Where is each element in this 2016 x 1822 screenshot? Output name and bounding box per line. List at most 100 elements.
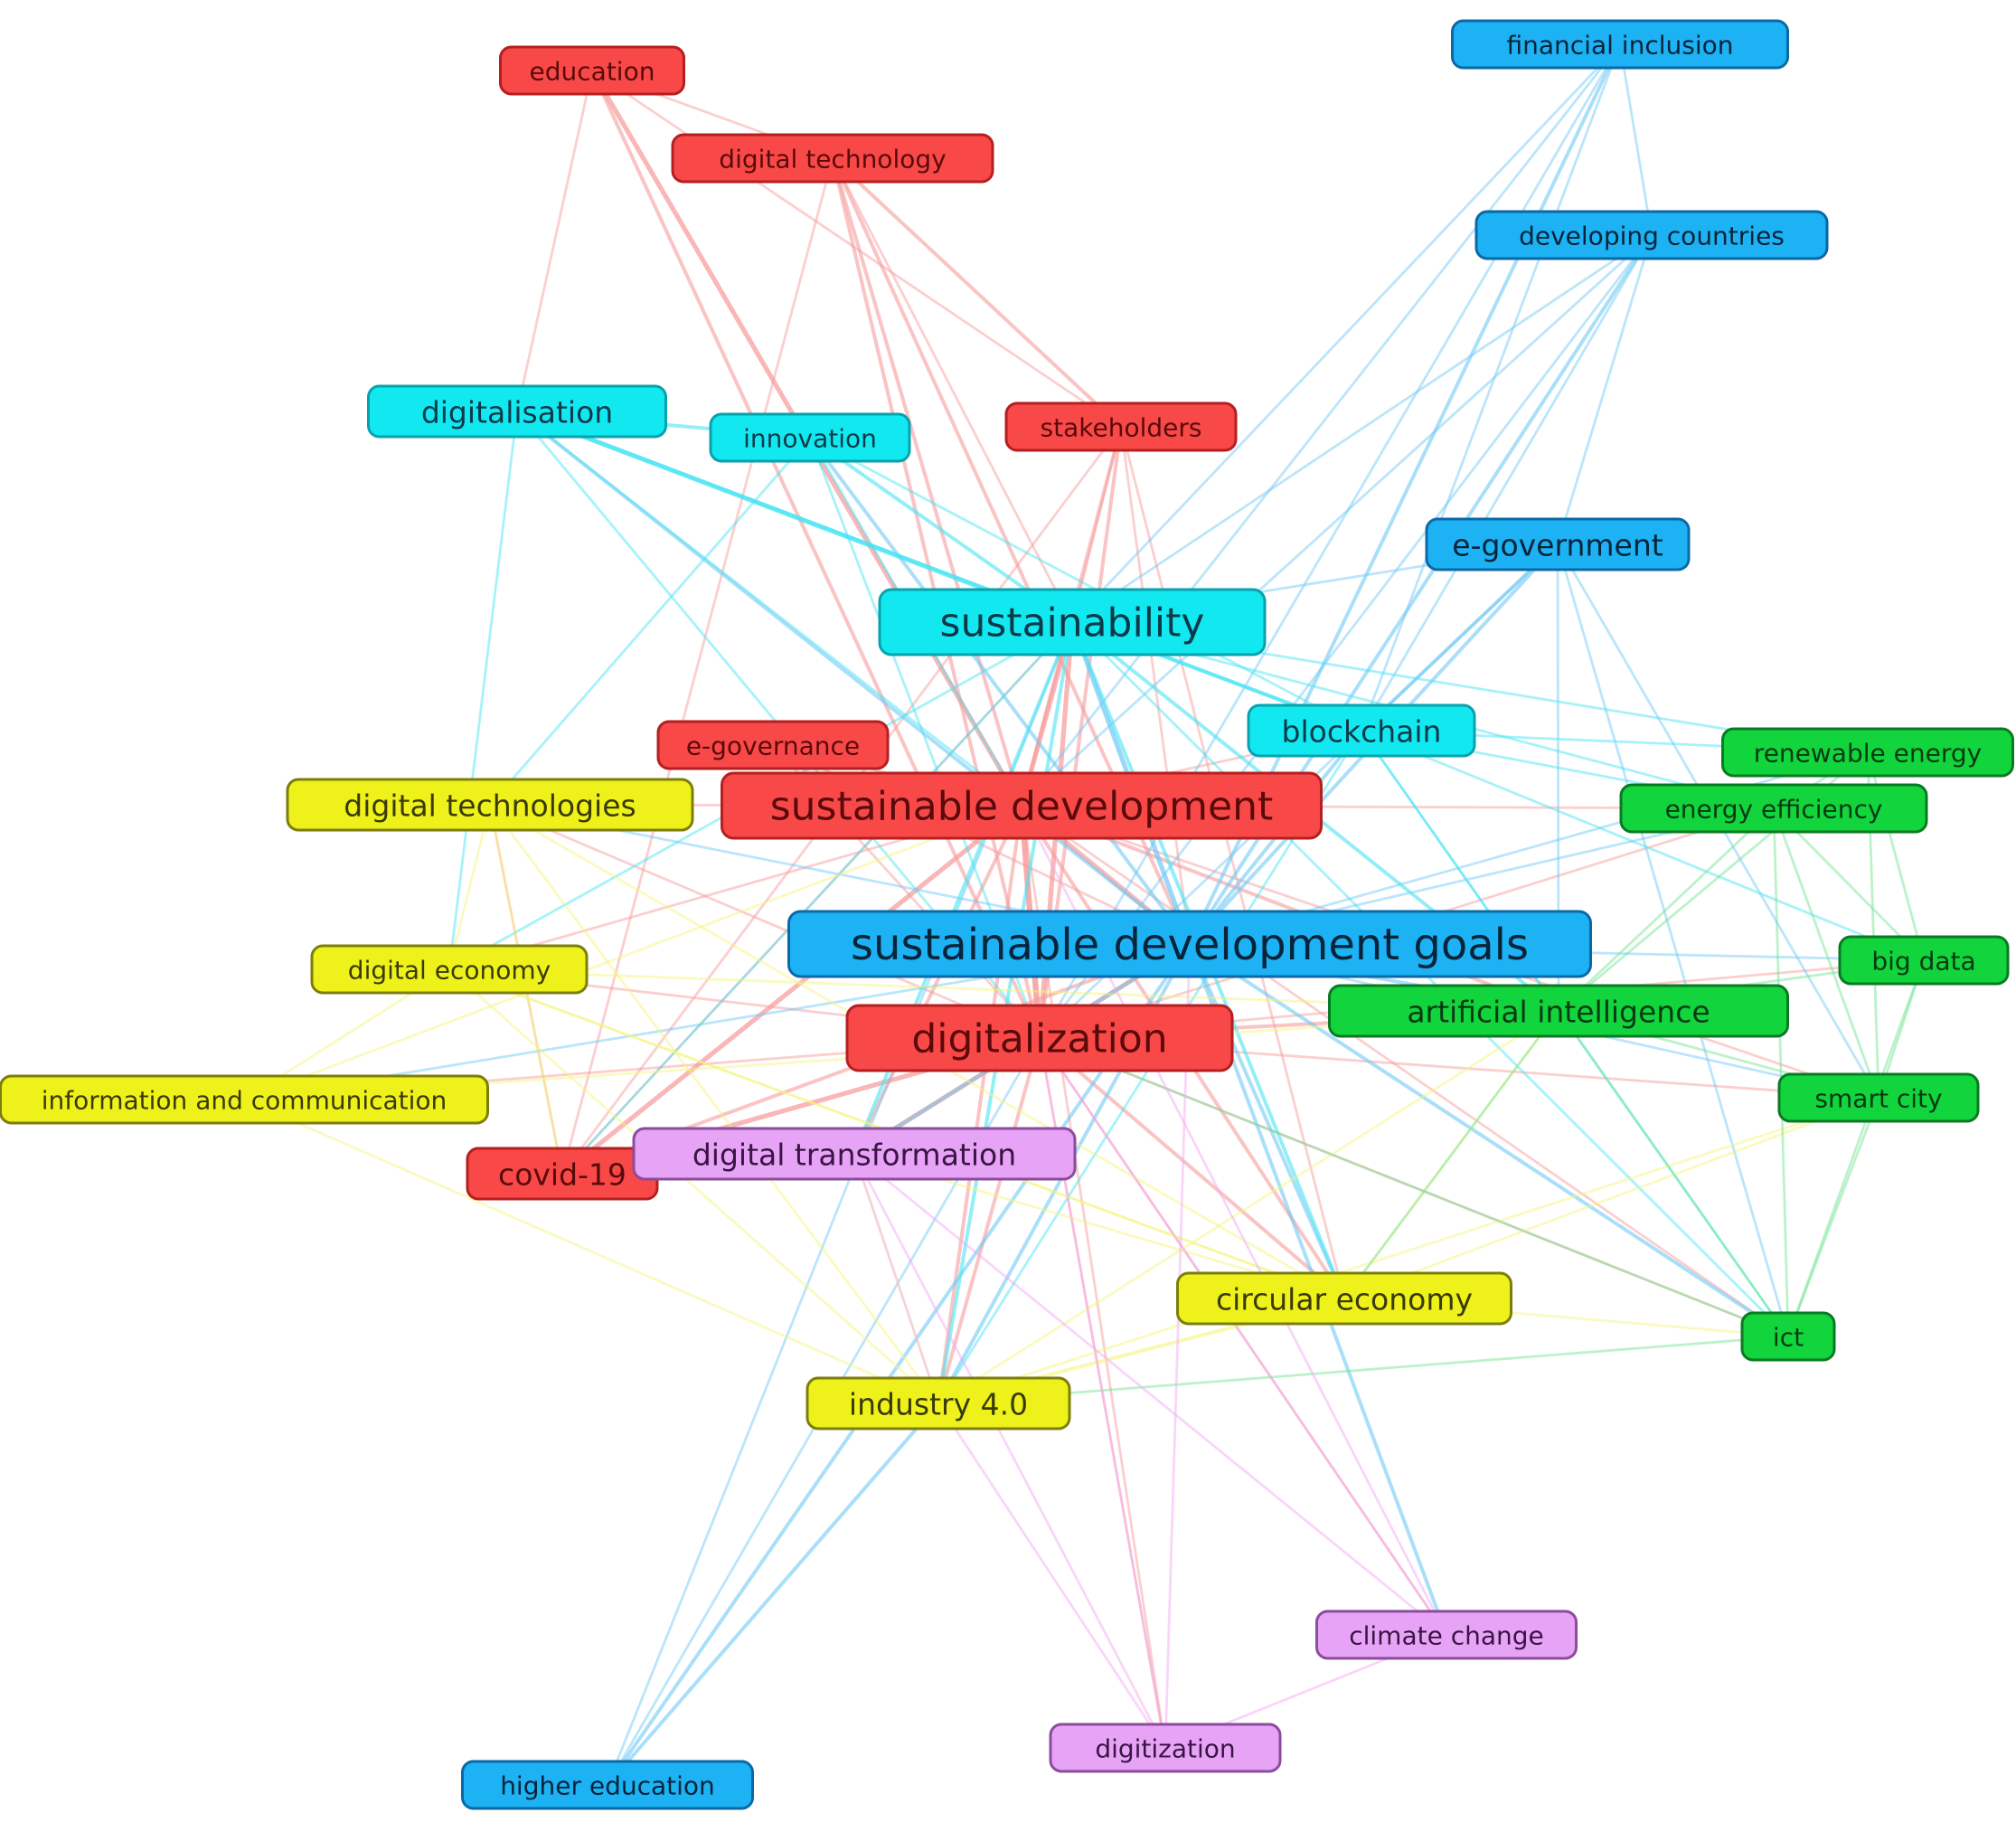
node-box	[1049, 1723, 1282, 1773]
node-label: circular economy	[1216, 1282, 1473, 1317]
node-ict[interactable]: ict	[1740, 1311, 1836, 1362]
link-sustainable-development-goals-innovation	[808, 436, 1192, 946]
link-covid-19-sustainability	[561, 620, 1074, 1175]
node-higher-education[interactable]: higher education	[461, 1760, 754, 1810]
node-digital-technology[interactable]: digital technology	[671, 133, 994, 184]
node-label: digital technologies	[344, 788, 636, 824]
node-box	[367, 384, 667, 439]
node-box	[632, 1127, 1077, 1181]
link-sustainable-development-industry-4-0	[937, 804, 1023, 1405]
node-digitization[interactable]: digitization	[1049, 1723, 1282, 1773]
link-industry-4-0-smart-city	[937, 1096, 1880, 1405]
link-higher-education-industry-4-0	[606, 1402, 940, 1787]
node-box	[0, 1074, 489, 1125]
node-circular-economy[interactable]: circular economy	[1176, 1271, 1512, 1326]
link-financial-inclusion-sustainable-development	[1020, 42, 1622, 807]
link-e-government-ict	[1556, 543, 1790, 1338]
node-box	[1004, 401, 1238, 452]
link-developing-countries-sustainability	[1070, 233, 1653, 624]
node-sustainable-development[interactable]: sustainable development	[721, 771, 1323, 840]
link-education-stakeholders	[590, 69, 1123, 429]
node-developing-countries[interactable]: developing countries	[1474, 210, 1829, 260]
node-renewable-energy[interactable]: renewable energy	[1721, 727, 2014, 778]
node-label: financial inclusion	[1507, 31, 1734, 61]
link-digitalization-climate-change	[1038, 1036, 1448, 1637]
link-big-data-ict	[1786, 958, 1926, 1338]
node-label: higher education	[500, 1771, 715, 1801]
link-sustainable-development-covid-19	[560, 803, 1024, 1176]
node-climate-change[interactable]: climate change	[1315, 1610, 1578, 1660]
node-label: digital economy	[348, 956, 551, 986]
node-box	[671, 133, 994, 184]
link-ict-digitalization	[1038, 1036, 1790, 1338]
node-e-governance[interactable]: e-governance	[656, 720, 890, 770]
link-sustainable-development-ict	[1020, 804, 1790, 1338]
node-box	[656, 720, 890, 770]
node-financial-inclusion[interactable]: financial inclusion	[1451, 19, 1789, 70]
node-label: sustainable development	[770, 784, 1274, 830]
link-e-government-blockchain	[1360, 543, 1559, 732]
node-covid-19[interactable]: covid-19	[466, 1147, 659, 1201]
link-industry-4-0-digital-transformation	[853, 1152, 940, 1405]
link-innovation-digital-technologies	[488, 436, 812, 807]
link-financial-inclusion-sustainability	[1070, 42, 1622, 624]
node-digital-transformation[interactable]: digital transformation	[632, 1127, 1077, 1181]
node-education[interactable]: education	[499, 45, 685, 96]
link-digital-technology-covid-19	[561, 156, 834, 1175]
node-label: education	[530, 57, 655, 87]
link-innovation-blockchain	[808, 436, 1363, 732]
link-sustainability-covid-19	[561, 620, 1074, 1175]
node-digital-technologies[interactable]: digital technologies	[286, 778, 694, 832]
node-box	[1328, 984, 1789, 1038]
node-sustainable-development-goals[interactable]: sustainable development goals	[787, 910, 1592, 978]
link-sustainable-development-digital-transformation	[853, 804, 1023, 1156]
node-innovation[interactable]: innovation	[709, 412, 911, 463]
link-education-digitalization	[590, 69, 1041, 1040]
link-industry-4-0-artificial-intelligence	[937, 1009, 1560, 1405]
node-box	[1451, 19, 1789, 70]
node-box	[286, 778, 694, 832]
node-stakeholders[interactable]: stakeholders	[1004, 401, 1238, 452]
link-digital-technology-sustainability	[831, 156, 1074, 624]
node-box	[1838, 935, 2010, 986]
link-stakeholders-sustainable-development-goals	[1119, 425, 1192, 946]
link-education-digitalisation	[515, 69, 594, 413]
network-nodes: education digital technology stakeholders e…	[0, 19, 2014, 1810]
node-e-government[interactable]: e-government	[1425, 517, 1691, 571]
node-box	[805, 1376, 1071, 1430]
link-sustainable-development-goals-higher-education	[606, 942, 1192, 1787]
link-digitalization-circular-economy	[1038, 1036, 1346, 1300]
node-box	[878, 588, 1267, 656]
node-box	[787, 910, 1592, 978]
link-digital-transformation-industry-4-0	[853, 1152, 940, 1405]
node-label: energy efficiency	[1665, 795, 1883, 825]
node-box	[310, 944, 589, 995]
node-digitalization[interactable]: digitalization	[845, 1004, 1234, 1072]
link-digitalisation-digital-economy	[447, 410, 519, 971]
link-digitization-industry-4-0	[937, 1402, 1167, 1750]
node-artificial-intelligence[interactable]: artificial intelligence	[1328, 984, 1789, 1038]
link-digitization-sustainable-development-goals	[1163, 942, 1192, 1750]
node-sustainability[interactable]: sustainability	[878, 588, 1267, 656]
node-box	[721, 771, 1323, 840]
node-industry-4-0[interactable]: industry 4.0	[805, 1376, 1071, 1430]
link-developing-countries-e-government	[1556, 233, 1653, 546]
node-smart-city[interactable]: smart city	[1777, 1072, 1980, 1123]
node-label: digitalization	[911, 1016, 1167, 1062]
node-box	[1474, 210, 1829, 260]
link-smart-city-ict	[1786, 1096, 1880, 1338]
node-digitalisation[interactable]: digitalisation	[367, 384, 667, 439]
link-circular-economy-artificial-intelligence	[1342, 1009, 1560, 1300]
node-blockchain[interactable]: blockchain	[1247, 703, 1476, 758]
link-energy-efficiency-artificial-intelligence	[1557, 807, 1776, 1013]
node-label: covid-19	[498, 1157, 626, 1193]
link-energy-efficiency-big-data	[1772, 807, 1926, 962]
node-energy-efficiency[interactable]: energy efficiency	[1619, 783, 1928, 834]
link-stakeholders-circular-economy	[1119, 425, 1346, 1300]
node-box	[1619, 783, 1928, 834]
link-digital-transformation-climate-change	[853, 1152, 1448, 1637]
node-digital-economy[interactable]: digital economy	[310, 944, 589, 995]
node-big-data[interactable]: big data	[1838, 935, 2010, 986]
node-information-and-communication[interactable]: information and communication	[0, 1074, 489, 1125]
node-label: climate change	[1349, 1621, 1544, 1651]
